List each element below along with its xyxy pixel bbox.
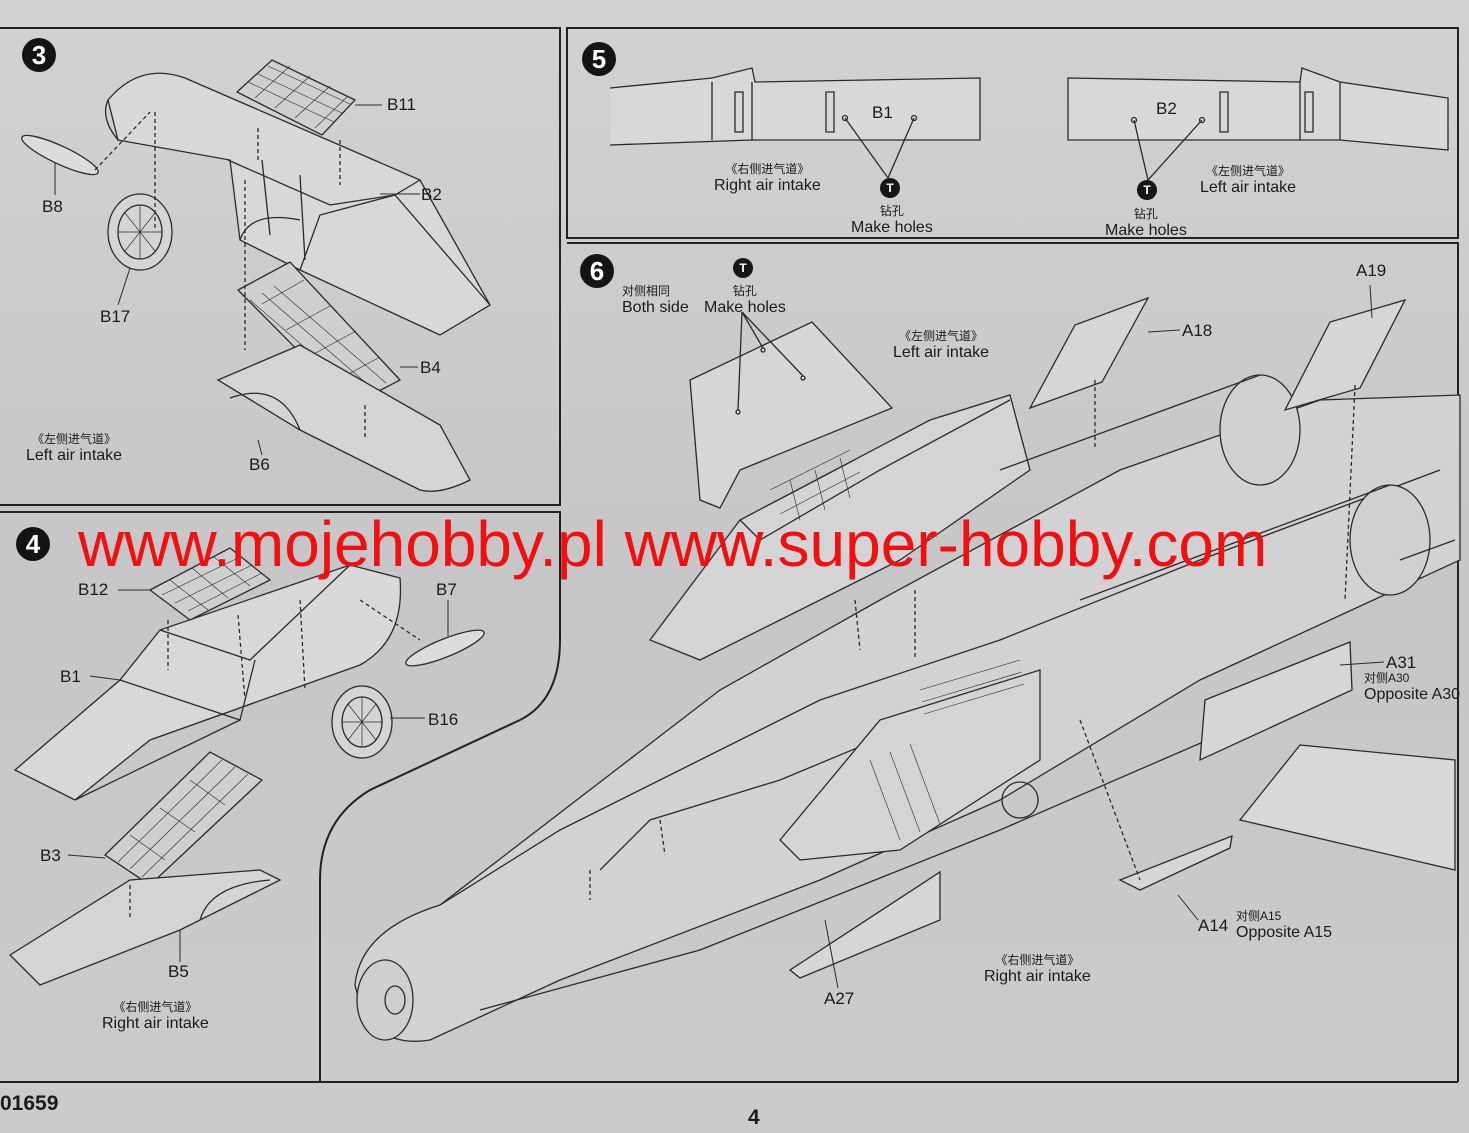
- step6-opposite-a30-en: Opposite A30: [1364, 685, 1461, 703]
- step4-caption-zh: 《右侧进气道》: [113, 1000, 198, 1014]
- page-number: 4: [748, 1106, 760, 1129]
- kit-number: 01659: [0, 1092, 59, 1115]
- step6-drill-zh: 钻孔: [732, 284, 757, 298]
- step6-right-intake: 《右侧进气道》 Right air intake: [984, 953, 1091, 986]
- part-label-b6: B6: [249, 455, 270, 474]
- leader-lines: [55, 105, 1384, 988]
- part-label-b5: B5: [168, 962, 189, 981]
- step6-drill: 钻孔 Make holes: [704, 284, 786, 317]
- step5-right-caption-en: Left air intake: [1200, 178, 1297, 196]
- step5-right-caption: 《左侧进气道》 Left air intake: [1200, 164, 1297, 197]
- step-4-badge: 4: [16, 527, 50, 561]
- step3-drawing: [18, 60, 490, 491]
- step4-caption-en: Right air intake: [102, 1014, 209, 1032]
- step4-caption: 《右侧进气道》 Right air intake: [102, 1000, 209, 1033]
- step5-right-drill-zh: 钻孔: [1133, 207, 1158, 221]
- step5-right-drill: 钻孔 Make holes: [1105, 207, 1187, 240]
- step6-opposite-a15-zh: 对侧A15: [1236, 909, 1282, 923]
- step5-left-drill: 钻孔 Make holes: [851, 204, 933, 237]
- part-label-b8: B8: [42, 197, 63, 216]
- step5-left-caption-zh: 《右侧进气道》: [725, 162, 810, 176]
- step6-opposite-a15: 对侧A15 Opposite A15: [1236, 909, 1333, 942]
- part-label-b2: B2: [421, 185, 442, 204]
- step6-both-side-zh: 对侧相同: [622, 284, 671, 298]
- drill-icon: T: [880, 178, 900, 198]
- step5-right-caption-zh: 《左侧进气道》: [1206, 164, 1291, 178]
- part-label-step5-b2: B2: [1156, 99, 1177, 118]
- part-label-b1: B1: [60, 667, 81, 686]
- drill-icon: T: [733, 258, 753, 278]
- step-6-badge: 6: [580, 254, 614, 288]
- part-label-step5-b1: B1: [872, 103, 893, 122]
- step5-drawing: [610, 68, 1448, 180]
- step-3-badge: 3: [22, 38, 56, 72]
- step6-drawing: [355, 298, 1460, 1041]
- step6-opposite-a15-en: Opposite A15: [1236, 923, 1333, 941]
- step6-left-intake-en: Left air intake: [893, 343, 990, 361]
- part-label-a14: A14: [1198, 916, 1229, 935]
- step6-left-intake: 《左侧进气道》 Left air intake: [893, 329, 990, 362]
- part-label-b4: B4: [420, 358, 441, 377]
- step5-left-drill-zh: 钻孔: [879, 204, 904, 218]
- step6-opposite-a30-zh: 对侧A30: [1364, 671, 1410, 685]
- part-label-a31: A31: [1386, 653, 1417, 672]
- step6-both-side-en: Both side: [622, 298, 689, 316]
- step5-left-drill-en: Make holes: [851, 218, 933, 236]
- step6-opposite-a30: 对侧A30 Opposite A30: [1364, 671, 1461, 704]
- watermark-text: www.mojehobby.pl www.super-hobby.com: [78, 508, 1268, 580]
- step6-right-intake-en: Right air intake: [984, 967, 1091, 985]
- step5-left-caption-en: Right air intake: [714, 176, 821, 194]
- step6-left-intake-zh: 《左侧进气道》: [899, 329, 984, 343]
- part-label-b17: B17: [100, 307, 131, 326]
- part-label-b16: B16: [428, 710, 459, 729]
- step5-left-caption: 《右侧进气道》 Right air intake: [714, 162, 821, 195]
- step5-right-drill-en: Make holes: [1105, 221, 1187, 239]
- panel-borders: [0, 28, 1458, 1082]
- step3-caption-zh: 《左侧进气道》: [32, 432, 117, 446]
- part-label-a19: A19: [1356, 261, 1387, 280]
- part-label-a27: A27: [824, 989, 855, 1008]
- step-5-badge: 5: [582, 42, 616, 76]
- step4-drawing: [10, 548, 487, 985]
- drill-icon: T: [1137, 180, 1157, 200]
- step6-drill-en: Make holes: [704, 298, 786, 316]
- step6-both-side: 对侧相同 Both side: [622, 284, 689, 317]
- part-label-b3: B3: [40, 846, 61, 865]
- step6-right-intake-zh: 《右侧进气道》: [995, 953, 1080, 967]
- step3-caption-en: Left air intake: [26, 446, 123, 464]
- part-label-a18: A18: [1182, 321, 1213, 340]
- part-label-b12: B12: [78, 580, 109, 599]
- part-label-b7: B7: [436, 580, 457, 599]
- step3-caption: 《左侧进气道》 Left air intake: [26, 432, 123, 465]
- part-label-b11: B11: [387, 95, 416, 114]
